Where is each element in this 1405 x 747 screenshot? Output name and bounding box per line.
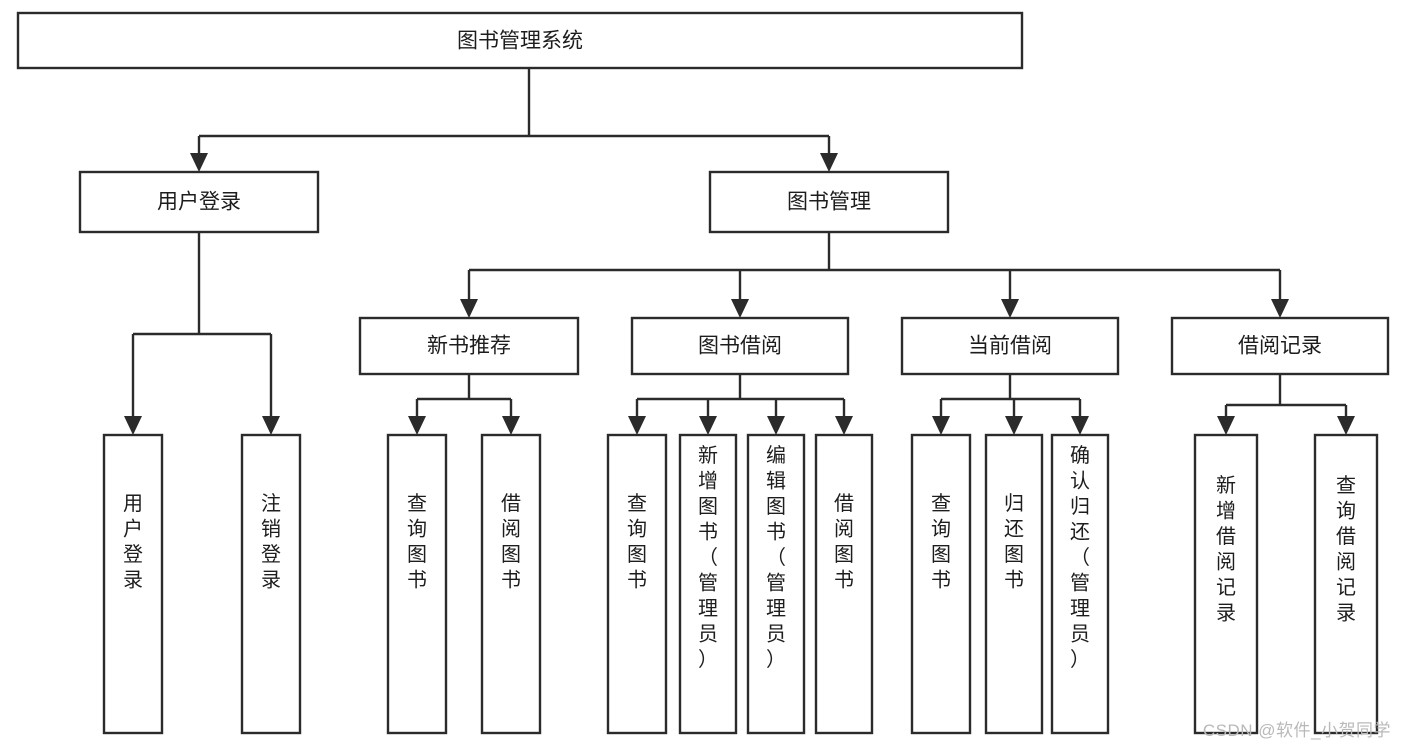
- node-leaf-user-login-box[interactable]: [102, 433, 164, 735]
- arrow-head-leaf-query-borrow-record: [1337, 416, 1355, 435]
- node-book-borrow-label: 图书借阅: [698, 335, 782, 358]
- node-leaf-query-book[interactable]: 查询图书: [606, 433, 668, 735]
- node-leaf-add-book-admin[interactable]: 新增图书（管理员）: [678, 433, 738, 735]
- node-book-manage-label: 图书管理: [787, 191, 871, 214]
- node-leaf-borrow-book-label: 借阅图书: [834, 492, 854, 592]
- node-leaf-query-book-label: 查询图书: [627, 492, 647, 592]
- node-leaf-logout-label: 注销登录: [261, 492, 281, 592]
- arrow-head-leaf-borrow-book: [835, 416, 853, 435]
- node-leaf-add-borrow-record-label: 新增借阅记录: [1216, 474, 1236, 625]
- node-user-login[interactable]: 用户登录: [78, 170, 320, 234]
- node-leaf-query-book-recommend-box[interactable]: [386, 433, 448, 735]
- node-leaf-query-borrow-record-box[interactable]: [1313, 433, 1379, 735]
- node-leaf-query-book-current-label: 查询图书: [931, 492, 951, 592]
- node-leaf-edit-book-admin-box[interactable]: [746, 433, 806, 735]
- node-leaf-add-borrow-record-box[interactable]: [1193, 433, 1259, 735]
- node-leaf-query-book-current[interactable]: 查询图书: [910, 433, 972, 735]
- node-leaf-return-book-label: 归还图书: [1004, 492, 1024, 592]
- node-current-borrow-label: 当前借阅: [968, 335, 1052, 358]
- arrow-head-leaf-edit-book-admin: [767, 416, 785, 435]
- node-leaf-return-book[interactable]: 归还图书: [984, 433, 1044, 735]
- node-new-book-recommend-label: 新书推荐: [427, 335, 511, 358]
- arrow-head-leaf-query-book: [628, 416, 646, 435]
- node-leaf-edit-book-admin-label: 编辑图书（管理员）: [766, 444, 786, 671]
- node-leaf-borrow-book-recommend[interactable]: 借阅图书: [480, 433, 542, 735]
- connector-layer: [124, 68, 1355, 435]
- node-leaf-logout-box[interactable]: [240, 433, 302, 735]
- node-borrow-record-box[interactable]: [1170, 316, 1390, 376]
- node-new-book-recommend[interactable]: 新书推荐: [358, 316, 580, 376]
- arrow-head-leaf-logout: [262, 416, 280, 435]
- node-leaf-add-book-admin-box[interactable]: [678, 433, 738, 735]
- node-leaf-query-book-recommend[interactable]: 查询图书: [386, 433, 448, 735]
- arrow-head-leaf-add-book-admin: [699, 416, 717, 435]
- node-book-manage-box[interactable]: [708, 170, 950, 234]
- node-leaf-query-book-box[interactable]: [606, 433, 668, 735]
- node-leaf-user-login-label: 用户登录: [123, 493, 143, 592]
- node-borrow-record[interactable]: 借阅记录: [1170, 316, 1390, 376]
- node-leaf-query-book-current-box[interactable]: [910, 433, 972, 735]
- node-leaf-query-borrow-record[interactable]: 查询借阅记录: [1313, 433, 1379, 735]
- node-book-borrow[interactable]: 图书借阅: [630, 316, 850, 376]
- node-leaf-query-borrow-record-label: 查询借阅记录: [1336, 474, 1356, 625]
- arrow-head-user-login: [190, 153, 208, 172]
- node-leaf-logout[interactable]: 注销登录: [240, 433, 302, 735]
- node-leaf-confirm-return-admin-box[interactable]: [1050, 433, 1110, 735]
- node-leaf-borrow-book-box[interactable]: [814, 433, 874, 735]
- node-leaf-borrow-book-recommend-label: 借阅图书: [501, 492, 521, 592]
- node-leaf-confirm-return-admin-label: 确认归还（管理员）: [1070, 444, 1090, 671]
- node-leaf-confirm-return-admin[interactable]: 确认归还（管理员）: [1050, 433, 1110, 735]
- arrow-head-borrow-record: [1271, 299, 1289, 318]
- arrow-head-book-borrow: [731, 299, 749, 318]
- node-root-label: 图书管理系统: [457, 30, 583, 53]
- arrow-head-leaf-query-book-recommend: [408, 416, 426, 435]
- node-leaf-return-book-box[interactable]: [984, 433, 1044, 735]
- node-book-borrow-box[interactable]: [630, 316, 850, 376]
- arrow-head-leaf-confirm-return-admin: [1071, 416, 1089, 435]
- arrow-head-new-book-recommend: [460, 299, 478, 318]
- node-user-login-label: 用户登录: [157, 191, 241, 214]
- arrow-head-leaf-return-book: [1005, 416, 1023, 435]
- node-leaf-borrow-book[interactable]: 借阅图书: [814, 433, 874, 735]
- node-current-borrow-box[interactable]: [900, 316, 1120, 376]
- arrow-head-leaf-query-book-current: [932, 416, 950, 435]
- node-leaf-edit-book-admin[interactable]: 编辑图书（管理员）: [746, 433, 806, 735]
- node-leaf-borrow-book-recommend-box[interactable]: [480, 433, 542, 735]
- node-leaf-add-book-admin-label: 新增图书（管理员）: [698, 444, 718, 671]
- node-borrow-record-label: 借阅记录: [1238, 335, 1322, 358]
- node-new-book-recommend-box[interactable]: [358, 316, 580, 376]
- node-leaf-user-login[interactable]: 用户登录: [102, 433, 164, 735]
- arrow-head-leaf-add-borrow-record: [1217, 416, 1235, 435]
- node-leaf-query-book-recommend-label: 查询图书: [407, 492, 427, 592]
- arrow-head-leaf-borrow-book-recommend: [502, 416, 520, 435]
- arrow-head-leaf-user-login: [124, 416, 142, 435]
- node-user-login-box[interactable]: [78, 170, 320, 234]
- node-current-borrow[interactable]: 当前借阅: [900, 316, 1120, 376]
- node-root[interactable]: 图书管理系统: [16, 11, 1024, 70]
- node-book-manage[interactable]: 图书管理: [708, 170, 950, 234]
- arrow-head-current-borrow: [1001, 299, 1019, 318]
- node-leaf-add-borrow-record[interactable]: 新增借阅记录: [1193, 433, 1259, 735]
- arrow-head-book-manage: [820, 153, 838, 172]
- node-root-box[interactable]: [16, 11, 1024, 70]
